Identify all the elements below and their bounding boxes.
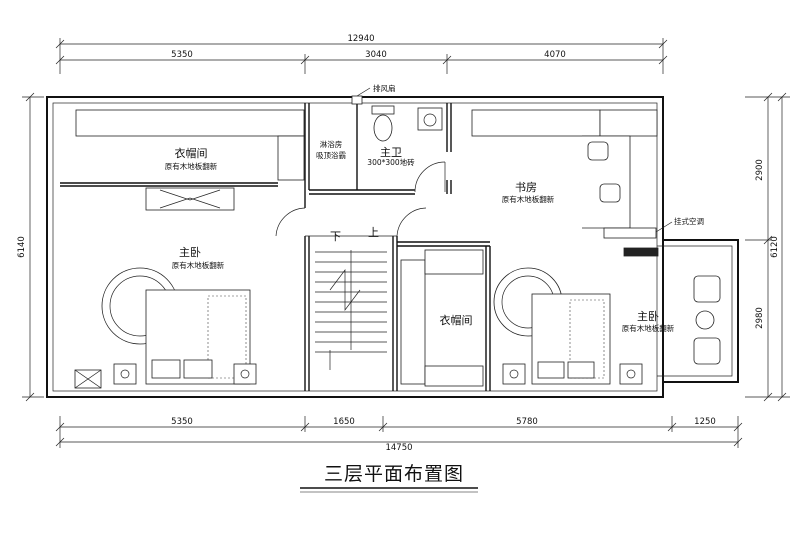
plan-title: 三层平面布置图 <box>324 463 464 485</box>
wardrobe-center-top-cabinet <box>424 249 484 275</box>
nightstand-right-2 <box>619 363 643 385</box>
armchair-2 <box>693 337 721 365</box>
note-master-left: 原有木地板翻新 <box>172 260 225 270</box>
label-ac: 挂式空调 <box>674 216 704 226</box>
dim-bottom-seg-1: 5350 <box>171 417 193 427</box>
dim-left-total: 6140 <box>17 236 27 258</box>
label-master-bath: 主卫 <box>380 146 402 159</box>
label-master-left: 主卧 <box>179 246 201 259</box>
study-furniture <box>582 135 673 257</box>
note-master-bath: 300*300地砖 <box>367 157 415 167</box>
study-chair-2 <box>599 183 621 203</box>
tv-cabinet <box>145 187 235 211</box>
label-master-right: 主卧 <box>637 310 659 323</box>
top-dimension-lines <box>55 38 668 74</box>
wardrobe-top-left-side-cabinet <box>277 135 305 181</box>
dim-bottom-seg-4: 1250 <box>694 417 716 427</box>
stairs <box>275 207 427 370</box>
dim-bottom-seg-3: 5780 <box>516 417 538 427</box>
label-stairs-down: 下 <box>330 230 341 243</box>
interior-walls <box>60 103 491 391</box>
dim-bottom-total: 14750 <box>385 443 412 453</box>
dim-right-seg-1: 2900 <box>755 159 765 181</box>
label-wardrobe-top-left: 衣帽间 <box>175 146 208 160</box>
dim-right-seg-2: 2980 <box>755 307 765 329</box>
note-wardrobe-top-left: 原有木地板翻新 <box>165 161 218 171</box>
dim-bottom-seg-2: 1650 <box>333 417 355 427</box>
wardrobe-study-cabinet <box>471 109 601 137</box>
study-chair-1 <box>587 141 609 161</box>
dim-right-total: 6120 <box>770 236 780 258</box>
side-table <box>695 310 715 330</box>
label-stairs-up: 上 <box>368 226 379 239</box>
nightstand-left-1 <box>113 363 137 385</box>
label-study: 书房 <box>515 181 537 194</box>
washbasin <box>417 107 443 131</box>
right-dimension-lines <box>745 92 790 402</box>
dim-top-seg-3: 4070 <box>544 50 566 60</box>
note-master-right: 原有木地板翻新 <box>622 323 675 333</box>
toilet-bowl <box>373 114 393 142</box>
bottom-dimension-lines <box>55 416 743 448</box>
toilet-tank <box>371 105 395 115</box>
exhaust-fan-icon <box>351 95 363 105</box>
note-shower: 吸顶浴霸 <box>316 150 346 160</box>
dim-top-seg-2: 3040 <box>365 50 387 60</box>
armchair-1 <box>693 275 721 303</box>
nightstand-right-1 <box>502 363 526 385</box>
wardrobe-top-left-cabinet <box>75 109 305 137</box>
left-bedroom-furniture <box>74 187 257 389</box>
label-shower: 淋浴房 <box>320 139 343 149</box>
note-study: 原有木地板翻新 <box>502 194 555 204</box>
wardrobe-study-glass-panel <box>599 109 658 137</box>
left-dimension-lines <box>22 92 44 402</box>
wall-ac-icon <box>603 227 657 239</box>
bathroom-fixtures <box>351 87 446 193</box>
nightstand-left-2 <box>233 363 257 385</box>
dim-top-seg-1: 5350 <box>171 50 193 60</box>
wardrobe-center-left-cabinet <box>400 259 426 385</box>
label-exhaust-fan: 排风扇 <box>373 83 396 93</box>
label-wardrobe-center: 衣帽间 <box>440 313 473 327</box>
right-bedroom-furniture <box>493 267 721 385</box>
dim-top-total: 12940 <box>347 34 374 44</box>
wardrobe-center-bottom-cabinet <box>424 365 484 387</box>
